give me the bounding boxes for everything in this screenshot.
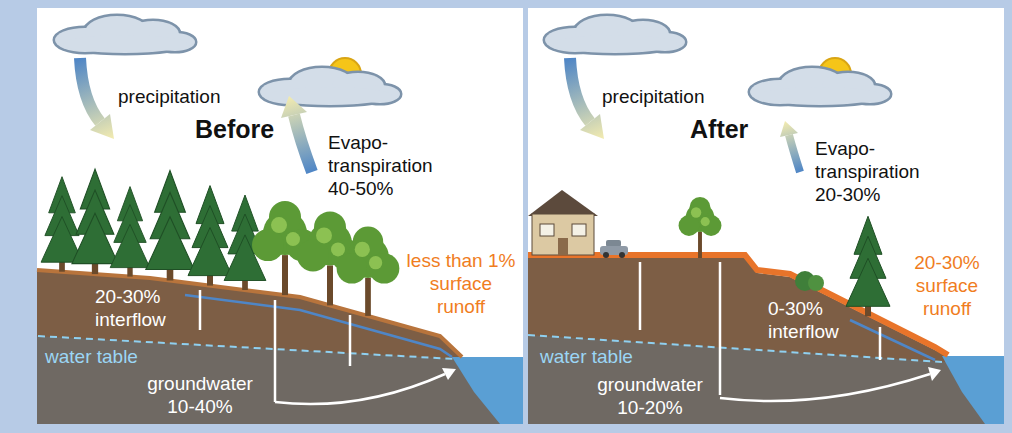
evapotranspiration-label: Evapo- transpiration 40-50%: [328, 132, 446, 200]
precipitation-label-holder: precipitation: [602, 86, 704, 109]
house: [572, 224, 586, 236]
panel-heading-holder: After: [690, 114, 748, 144]
water-body: [942, 356, 1004, 424]
interflow-label: 0-30% interflow: [768, 298, 853, 344]
leaf-litter: [37, 270, 462, 357]
precipitation-arrow: [580, 114, 604, 139]
groundwater-layer: [37, 336, 523, 424]
car: [603, 252, 609, 258]
infiltration-line: [879, 327, 882, 360]
infiltration-line: [639, 262, 642, 330]
runoff-label-holder: less than 1% surface runoff: [405, 250, 517, 318]
runoff-label: less than 1% surface runoff: [405, 250, 517, 318]
sky-cloud: [260, 68, 400, 105]
interflow-label: 20-30% interflow: [95, 286, 180, 332]
sky-cloud: [750, 68, 890, 105]
groundwater-flow-arrow: [928, 367, 941, 381]
precipitation-arrow: [90, 114, 114, 139]
sky-cloud: [750, 68, 890, 105]
house: [532, 214, 594, 255]
shrub: [795, 271, 824, 291]
evapotranspiration-arrow: [294, 115, 312, 172]
sky-cloud: [545, 16, 685, 53]
house: [540, 224, 554, 236]
water-body: [452, 357, 523, 424]
panel-background: [37, 8, 523, 424]
panel-heading: Before: [195, 114, 274, 144]
evergreen-tree: [41, 169, 890, 316]
infiltration-line: [199, 290, 202, 330]
precipitation-arrow: [80, 58, 604, 139]
evapotranspiration-arrow: [780, 121, 798, 137]
leaf-litter: [37, 270, 462, 357]
water-table-label-holder: water table: [45, 346, 138, 369]
infiltration-line: [274, 300, 277, 402]
water-table-label: water table: [45, 346, 138, 369]
runoff-label-holder: 20-30% surface runoff: [902, 252, 992, 320]
groundwater-label: groundwater 10-40%: [140, 373, 260, 419]
sky-cloud: [55, 16, 195, 53]
sky-cloud: [55, 16, 195, 53]
panel-background: [528, 8, 1004, 424]
house: [528, 190, 598, 255]
shrub: [808, 275, 824, 291]
interflow-label-holder: 20-30% interflow: [95, 286, 180, 332]
runoff-label: 20-30% surface runoff: [902, 252, 992, 320]
sky-cloud: [545, 16, 685, 53]
panel-heading: After: [690, 114, 748, 144]
precipitation-label-holder: precipitation: [118, 86, 220, 109]
groundwater-flow-arrow: [275, 374, 445, 404]
evapotranspiration-label: Evapo- transpiration 20-30%: [815, 138, 933, 206]
precipitation-label: precipitation: [602, 86, 704, 109]
water-table-label: water table: [540, 346, 633, 369]
car: [606, 240, 621, 247]
evergreen-tree: [72, 169, 118, 274]
groundwater-label-holder: groundwater 10-20%: [590, 374, 710, 420]
evapotranspiration-arrow: [789, 135, 800, 172]
evapotranspiration-label-holder: Evapo- transpiration 20-30%: [815, 138, 933, 206]
evergreen-tree: [188, 186, 232, 286]
sky-cloud: [260, 68, 400, 105]
evapotranspiration-label-holder: Evapo- transpiration 40-50%: [328, 132, 446, 200]
car: [619, 252, 625, 258]
water-table-label-holder: water table: [540, 346, 633, 369]
panel-background: [37, 8, 1004, 424]
evergreen-tree: [846, 216, 890, 316]
precipitation-arrow: [80, 58, 100, 122]
infiltration-line: [200, 262, 880, 402]
water-body: [452, 356, 1004, 424]
precipitation-label: precipitation: [118, 86, 220, 109]
house: [528, 190, 598, 216]
interflow-line: [850, 320, 935, 360]
house: [558, 238, 568, 255]
deciduous-tree: [337, 227, 400, 316]
evergreen-tree: [146, 171, 194, 281]
deciduous-tree: [679, 197, 722, 258]
precipitation-arrow: [570, 58, 590, 122]
groundwater-flow-arrow: [442, 368, 456, 380]
groundwater-label-holder: groundwater 10-40%: [140, 373, 260, 419]
evapotranspiration-arrow: [281, 96, 307, 118]
groundwater-layer: [37, 335, 1004, 424]
evergreen-tree: [110, 187, 150, 277]
interflow-line: [185, 295, 452, 357]
infiltration-line: [719, 262, 722, 395]
interflow-label-holder: 0-30% interflow: [768, 298, 853, 344]
infiltration-line: [349, 315, 352, 366]
groundwater-label: groundwater 10-20%: [590, 374, 710, 420]
groundwater-flow-arrow: [720, 374, 930, 401]
car: [600, 240, 628, 258]
panel-heading-holder: Before: [195, 114, 274, 144]
